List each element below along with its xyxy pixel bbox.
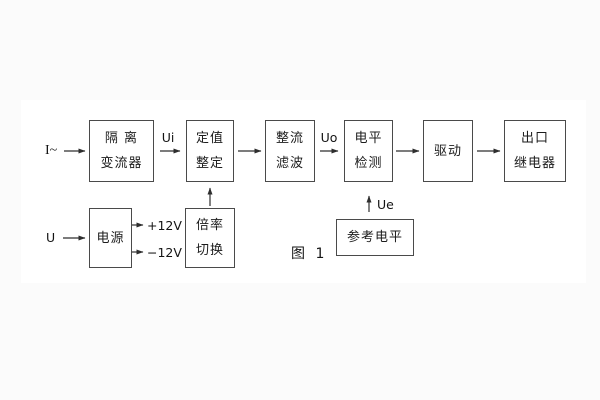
block-ratio-line2: 切换	[195, 243, 224, 258]
block-reference-level: 参考电平	[336, 219, 414, 256]
block-drive: 驱动	[423, 120, 473, 182]
label-current-input: I~	[45, 143, 58, 158]
block-setting-line2: 整定	[195, 156, 224, 171]
block-output-relay: 出口 继电器	[504, 120, 566, 182]
block-output-line2: 继电器	[513, 156, 556, 171]
block-level-line1: 电平	[354, 131, 383, 146]
label-uo: Uo	[320, 130, 338, 145]
block-drive-line1: 驱动	[433, 143, 462, 159]
block-rectifier-filter: 整流 滤波	[265, 120, 315, 182]
block-rectifier-line2: 滤波	[275, 156, 304, 171]
block-isolation-transformer: 隔 离 变流器	[89, 120, 154, 182]
block-rectifier-line1: 整流	[275, 131, 304, 146]
block-reference-line1: 参考电平	[346, 230, 403, 245]
block-power-supply: 电源	[89, 208, 132, 268]
label-voltage-input: U	[46, 230, 56, 245]
block-ratio-switch: 倍率 切换	[185, 208, 235, 268]
block-level-line2: 检测	[354, 156, 383, 171]
label-ue: Ue	[377, 197, 394, 212]
block-level-detector: 电平 检测	[344, 120, 393, 182]
block-output-line1: 出口	[520, 131, 549, 146]
block-isolation-line2: 变流器	[100, 156, 143, 171]
block-isolation-line1: 隔 离	[104, 131, 139, 146]
label-ui: Ui	[161, 130, 175, 145]
block-setpoint-setting: 定值 整定	[186, 120, 234, 182]
block-power-line1: 电源	[96, 230, 125, 246]
label-plus-12v: +12V	[147, 218, 182, 233]
figure-caption: 图 1	[291, 246, 328, 262]
label-minus-12v: −12V	[147, 245, 182, 260]
block-setting-line1: 定值	[195, 131, 224, 146]
block-ratio-line1: 倍率	[195, 218, 224, 233]
